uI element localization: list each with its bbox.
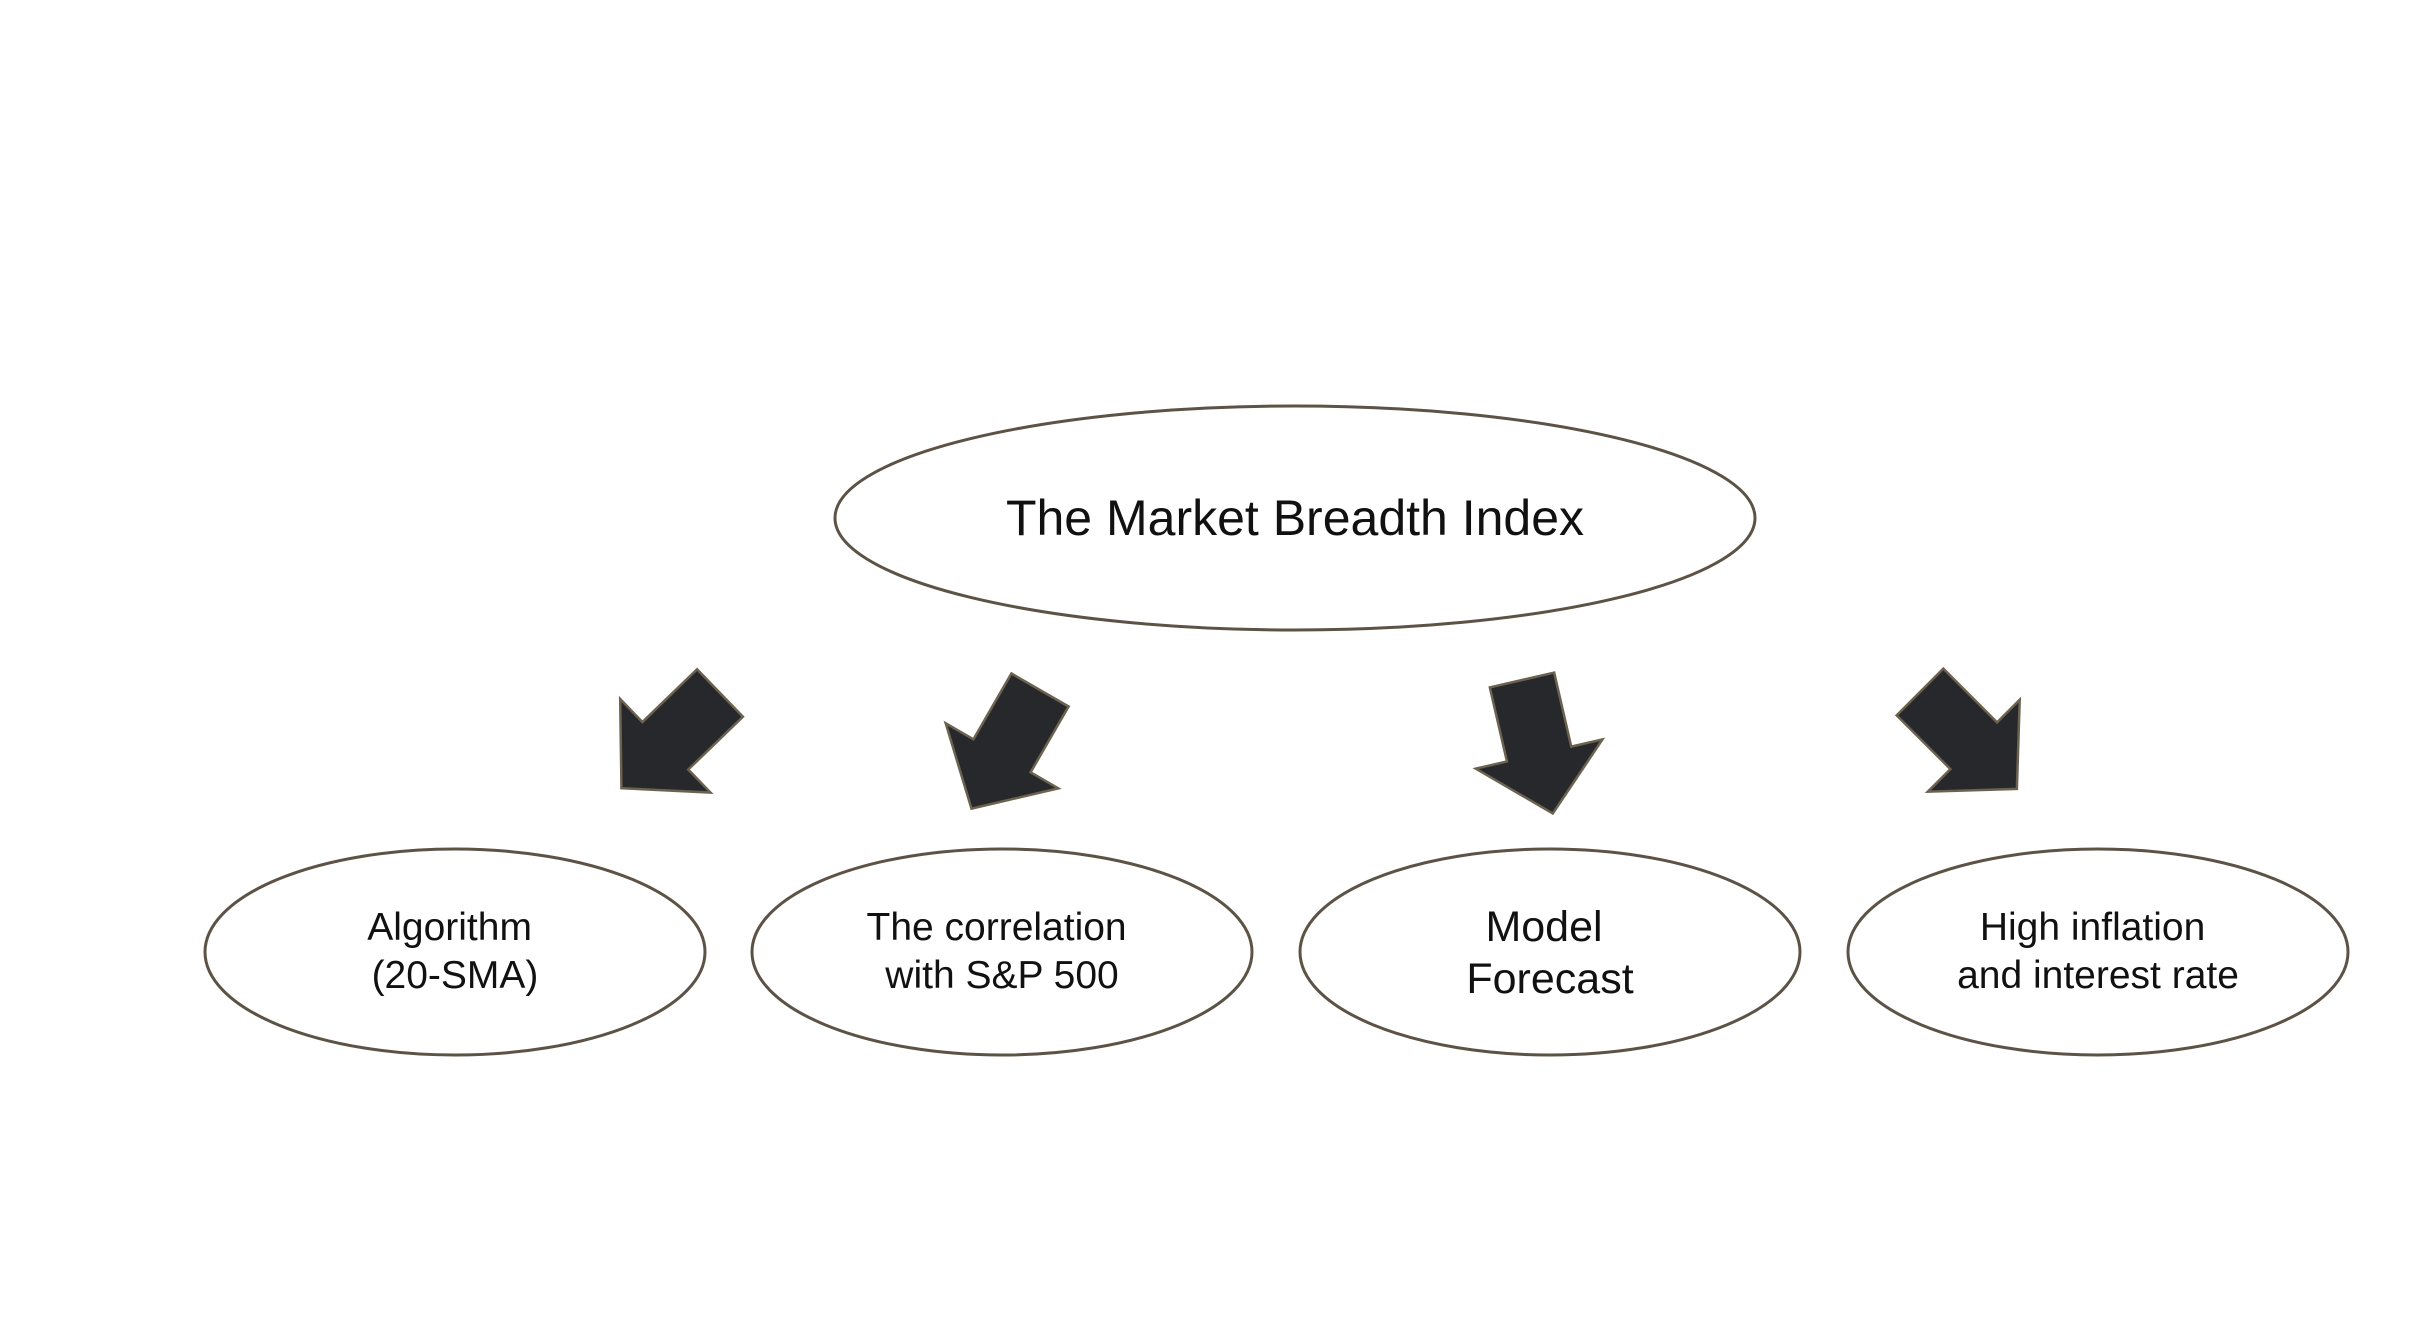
child-node-label-line: Model bbox=[1485, 903, 1602, 951]
child-node-label-line: Algorithm bbox=[367, 906, 532, 949]
root-node: The Market Breadth Index bbox=[833, 404, 1757, 632]
child-node-label: Model Forecast bbox=[1466, 903, 1633, 1003]
child-node-label: The correlation with S&P 500 bbox=[867, 906, 1138, 997]
root-node-ellipse bbox=[833, 404, 1757, 632]
arrow-down-left-icon bbox=[618, 667, 745, 794]
child-node-label-line: High inflation bbox=[1980, 906, 2205, 949]
child-node-ellipse bbox=[1846, 847, 2350, 1057]
child-node-ellipse bbox=[203, 847, 707, 1057]
child-node-correlation: The correlation with S&P 500 bbox=[750, 847, 1254, 1057]
child-node-model-forecast: Model Forecast bbox=[1298, 847, 1802, 1057]
arrow-down-right-icon bbox=[1894, 666, 2022, 794]
child-node-ellipse bbox=[750, 847, 1254, 1057]
root-node-label: The Market Breadth Index bbox=[1006, 490, 1584, 546]
child-node-label-line: Forecast bbox=[1466, 955, 1633, 1003]
child-node-label: Algorithm (20-SMA) bbox=[367, 906, 543, 997]
child-node-algorithm: Algorithm (20-SMA) bbox=[203, 847, 707, 1057]
child-node-label-line: and interest rate bbox=[1957, 954, 2239, 997]
child-node-label-line: (20-SMA) bbox=[372, 954, 539, 997]
child-node-inflation: High inflation and interest rate bbox=[1846, 847, 2350, 1057]
child-node-label-line: The correlation bbox=[867, 906, 1127, 949]
arrow-down-icon bbox=[1472, 671, 1606, 816]
child-node-label-line: with S&P 500 bbox=[884, 954, 1118, 997]
child-node-ellipse bbox=[1298, 847, 1802, 1057]
child-node-label: High inflation and interest rate bbox=[1957, 906, 2239, 997]
arrow-down-left-icon bbox=[943, 671, 1071, 811]
arrows bbox=[618, 666, 2022, 816]
